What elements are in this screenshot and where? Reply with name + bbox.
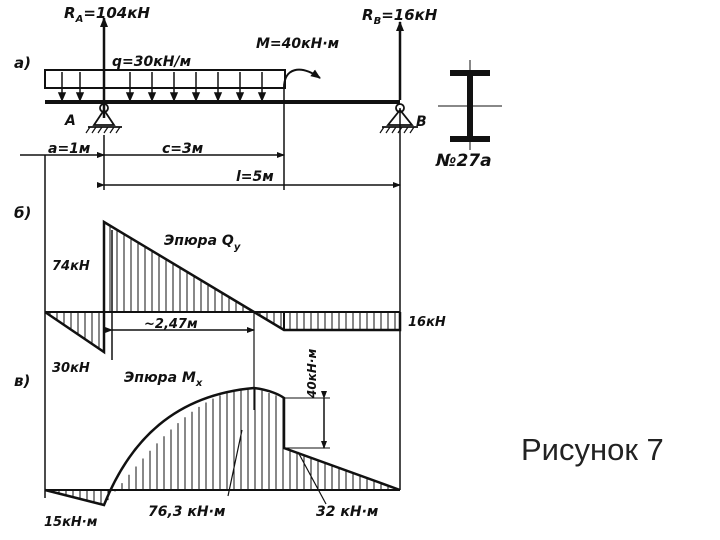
part-c-label: в) [14,372,30,390]
moment-diagram: в) Эпюра Mx 40кН·м 15кН·м 76,3 кН·м 32 к… [14,349,401,530]
dimensions: а=1м с=3м l=5м [20,88,401,498]
dim-a-label: а=1м [48,141,90,157]
part-b-label: б) [14,204,31,222]
moment-763-leader [227,429,243,497]
shear-hatching [49,225,396,349]
dim-l-label: l=5м [236,169,274,185]
moment-32-leader [297,451,327,505]
support-b-icon [379,103,418,134]
dim-c-label: с=3м [162,141,203,157]
shear-diagram: б) Эпюра Qу 74кН 30кН 16кН ~2,47м [14,204,446,410]
shear-30-label: 30кН [52,361,90,376]
reaction-a-label: RА=104кН [64,4,150,25]
part-a-label: а) [14,54,31,72]
support-a-icon [85,103,122,134]
support-a-label: А [64,113,76,129]
shear-16-label: 16кН [408,315,446,330]
beam-scheme: а) RА=104кН RВ=16кН q=30кН/м М=40кН·м [14,4,502,171]
profile-label: №27а [435,151,492,171]
moment-32-label: 32 кН·м [316,504,378,520]
moment-15-label: 15кН·м [44,515,98,530]
reaction-b-label: RВ=16кН [362,6,438,27]
dist-247-label: ~2,47м [144,317,198,332]
load-q-label: q=30кН/м [112,54,191,70]
moment-curved-arrow [283,68,321,89]
shear-74-label: 74кН [52,259,90,274]
moment-title: Эпюра Mx [124,370,203,389]
moment-outline [44,386,401,507]
shear-title: Эпюра Qу [164,233,241,253]
moment-763-label: 76,3 кН·м [148,504,225,520]
moment-hatching [51,388,396,505]
moment-40-label: 40кН·м [305,349,319,399]
distributed-load-frame [44,69,286,89]
support-b-label: В [416,114,427,130]
moment-m-label: М=40кН·м [256,36,339,52]
figure-caption: Рисунок 7 [521,432,664,467]
distributed-load-arrows [57,72,267,102]
